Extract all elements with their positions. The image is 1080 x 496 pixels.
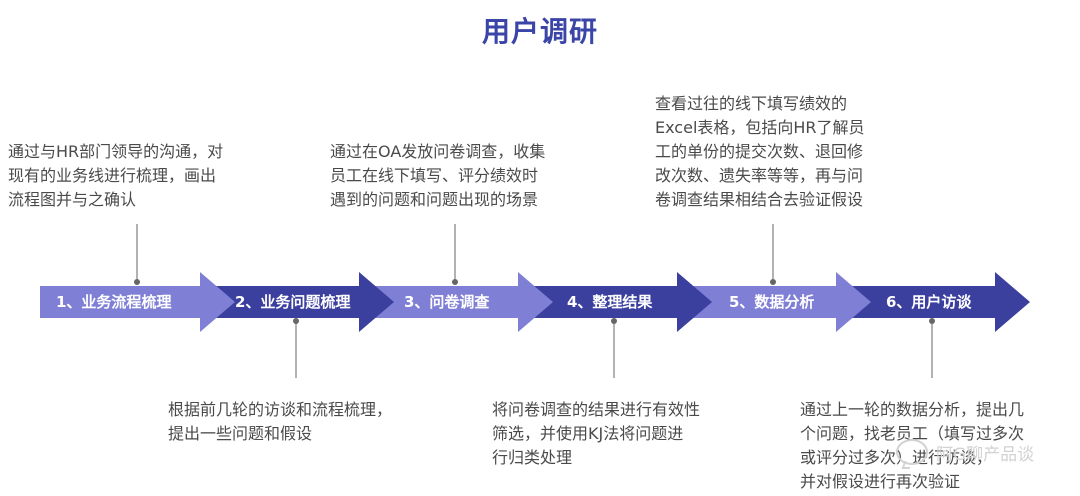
note-line: 或评分过多次）进行访谈，	[800, 448, 993, 467]
step-2-description: 根据前几轮的访谈和流程梳理， 提出一些问题和假设	[168, 398, 392, 446]
note-line: 通过在OA发放问卷调查，收集	[330, 142, 546, 161]
note-line: 个问题，找老员工（填写过多次	[800, 424, 1025, 443]
step-5-description: 查看过往的线下填写绩效的 Excel表格，包括向HR了解员 工的单份的提交次数、…	[655, 92, 865, 212]
note-line: Excel表格，包括向HR了解员	[655, 118, 865, 137]
step-arrow-6	[846, 272, 1030, 332]
note-line: 现有的业务线进行梳理，画出	[8, 166, 217, 185]
step-arrow-4	[528, 272, 712, 332]
watermark-text: 阿G聊产品谈	[936, 444, 1035, 465]
step-label-6: 6、用户访谈	[886, 293, 972, 311]
note-line: 提出一些问题和假设	[168, 424, 313, 443]
step-label-1: 1、业务流程梳理	[56, 293, 172, 311]
note-line: 遇到的问题和问题出现的场景	[330, 190, 539, 209]
watermark: 阿G聊产品谈	[896, 435, 1076, 469]
note-line: 通过与HR部门领导的沟通，对	[8, 142, 224, 161]
note-line: 员工在线下填写、评分绩效时	[330, 166, 539, 185]
note-line: 行归类处理	[492, 448, 573, 467]
step-label-2: 2、业务问题梳理	[235, 293, 351, 311]
note-line: 通过上一轮的数据分析，提出几	[800, 400, 1025, 419]
connector-3	[452, 224, 458, 285]
connector-5	[770, 224, 776, 285]
step-1-description: 通过与HR部门领导的沟通，对 现有的业务线进行梳理，画出 流程图并与之确认	[8, 140, 223, 212]
page-title: 用户调研	[481, 15, 598, 48]
step-label-3: 3、问卷调查	[404, 293, 490, 311]
note-line: 查看过往的线下填写绩效的	[655, 94, 848, 113]
step-arrow-2	[210, 272, 394, 332]
connector-2	[293, 318, 299, 378]
note-line: 将问卷调查的结果进行有效性	[492, 400, 701, 419]
connector-6	[929, 318, 935, 378]
step-arrow-3	[369, 272, 553, 332]
step-label-4: 4、整理结果	[567, 293, 653, 311]
note-line: 根据前几轮的访谈和流程梳理，	[168, 400, 393, 419]
step-4-description: 将问卷调查的结果进行有效性 筛选，并使用KJ法将问题进 行归类处理	[492, 398, 700, 470]
note-line: 卷调查结果相结合去验证假设	[655, 190, 864, 209]
note-line: 流程图并与之确认	[8, 190, 137, 209]
step-label-5: 5、数据分析	[729, 293, 815, 311]
step-6-description: 通过上一轮的数据分析，提出几 个问题，找老员工（填写过多次 或评分过多次）进行访…	[800, 398, 1024, 494]
step-arrow-5	[687, 272, 871, 332]
note-line: 工的单份的提交次数、退回修	[655, 142, 864, 161]
connector-4	[611, 318, 617, 378]
note-line: 并对假设进行再次验证	[800, 472, 961, 491]
connector-1	[134, 224, 140, 285]
chat-bubble-icon	[896, 439, 928, 465]
note-line: 改次数、遗失率等等，再与问	[655, 166, 864, 185]
note-line: 筛选，并使用KJ法将问题进	[492, 424, 684, 443]
step-3-description: 通过在OA发放问卷调查，收集 员工在线下填写、评分绩效时 遇到的问题和问题出现的…	[330, 140, 545, 212]
step-arrow-1	[40, 272, 235, 332]
